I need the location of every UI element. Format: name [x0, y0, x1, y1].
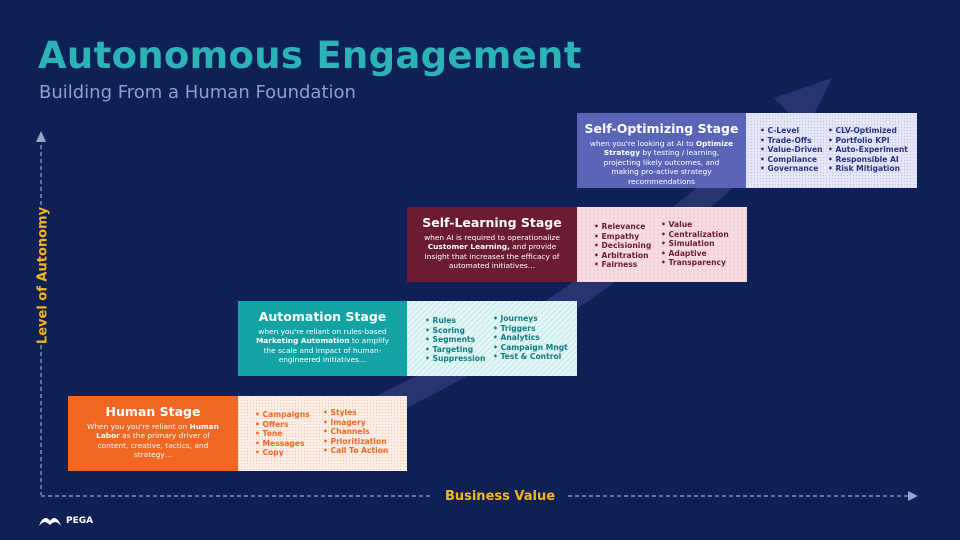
list-item: Tone: [255, 429, 310, 439]
list-item: Campaigns: [255, 410, 310, 420]
x-axis-label: Business Value: [444, 489, 556, 504]
list-item: Imagery: [323, 418, 388, 428]
stage-title: Human Stage: [105, 404, 201, 419]
list-item: Prioritization: [323, 437, 388, 447]
list-item: Analytics: [493, 333, 568, 343]
stage-title: Automation Stage: [258, 309, 387, 324]
list-item: Portfolio KPI: [828, 136, 908, 146]
list-item: Offers: [255, 420, 310, 430]
page-subtitle: Building From a Human Foundation: [39, 82, 356, 103]
list-item: Decisioning: [594, 241, 652, 251]
learning-list-2: Value Centralization Simulation Adaptive…: [661, 220, 729, 268]
list-item: CLV-Optimized: [828, 126, 908, 136]
list-item: Simulation: [661, 239, 729, 249]
list-item: Adaptive: [661, 249, 729, 259]
list-item: C-Level: [760, 126, 823, 136]
list-item: Risk Mitigation: [828, 164, 908, 174]
list-item: Segments: [425, 335, 485, 345]
stage-title: Self-Learning Stage: [422, 215, 562, 230]
y-axis-label: Level of Autonomy: [35, 206, 51, 345]
optimizing-list-1: C-Level Trade-Offs Value-Driven Complian…: [760, 126, 823, 174]
list-item: Value: [661, 220, 729, 230]
human-list-1: Campaigns Offers Tone Messages Copy: [255, 410, 310, 458]
pega-logo: PEGA: [38, 515, 93, 527]
stage-description: When you you're reliant on Human Labor a…: [87, 422, 219, 460]
list-item: Styles: [323, 408, 388, 418]
stage-description: when you're looking at AI to Optimize St…: [589, 139, 734, 186]
list-item: Fairness: [594, 260, 651, 270]
y-axis-arrowhead: [36, 131, 46, 142]
list-item: Relevance: [594, 222, 651, 232]
list-item: Campaign Mngt: [493, 343, 568, 353]
list-item: Copy: [255, 448, 310, 458]
list-item: Channels: [323, 427, 388, 437]
list-item: Value-Driven: [760, 145, 823, 155]
automation-list-1: Rules Scoring Segments Targeting Suppres…: [425, 316, 486, 364]
list-item: Messages: [255, 439, 310, 449]
learning-list-1: Relevance Empathy Decisioning Arbitratio…: [594, 222, 652, 270]
stage-description: when AI is required to operationalize Cu…: [424, 233, 560, 271]
list-item: Call To Action: [323, 446, 389, 456]
list-item: Empathy: [594, 232, 651, 242]
list-item: Governance: [760, 164, 823, 174]
human-stage-box: Human Stage When you you're reliant on H…: [68, 396, 238, 471]
list-item: Auto-Experiment: [828, 145, 908, 155]
list-item: Journeys: [493, 314, 568, 324]
x-axis-arrowhead: [908, 491, 918, 501]
list-item: Scoring: [425, 326, 485, 336]
list-item: Centralization: [661, 230, 729, 240]
list-item: Suppression: [425, 354, 486, 364]
list-item: Test & Control: [493, 352, 568, 362]
list-item: Arbitration: [594, 251, 651, 261]
list-item: Rules: [425, 316, 485, 326]
logo-text: PEGA: [66, 516, 94, 526]
list-item: Transparency: [661, 258, 729, 268]
automation-stage-box: Automation Stage when you're reliant on …: [238, 301, 407, 376]
learning-stage-box: Self-Learning Stage when AI is required …: [407, 207, 577, 282]
human-list-2: Styles Imagery Channels Prioritization C…: [323, 408, 389, 456]
list-item: Targeting: [425, 345, 485, 355]
list-item: Compliance: [760, 155, 823, 165]
stage-title: Self-Optimizing Stage: [584, 121, 739, 136]
stage-description: when you're reliant on rules-based Marke…: [255, 327, 390, 365]
list-item: Triggers: [493, 324, 568, 334]
pega-wave-icon: [39, 518, 61, 526]
list-item: Responsible AI: [828, 155, 908, 165]
growth-arrow-head: [774, 78, 832, 130]
optimizing-stage-box: Self-Optimizing Stage when you're lookin…: [577, 113, 746, 188]
list-item: Trade-Offs: [760, 136, 823, 146]
page-title: Autonomous Engagement: [38, 34, 582, 77]
automation-list-2: Journeys Triggers Analytics Campaign Mng…: [493, 314, 568, 362]
optimizing-list-2: CLV-Optimized Portfolio KPI Auto-Experim…: [828, 126, 908, 174]
